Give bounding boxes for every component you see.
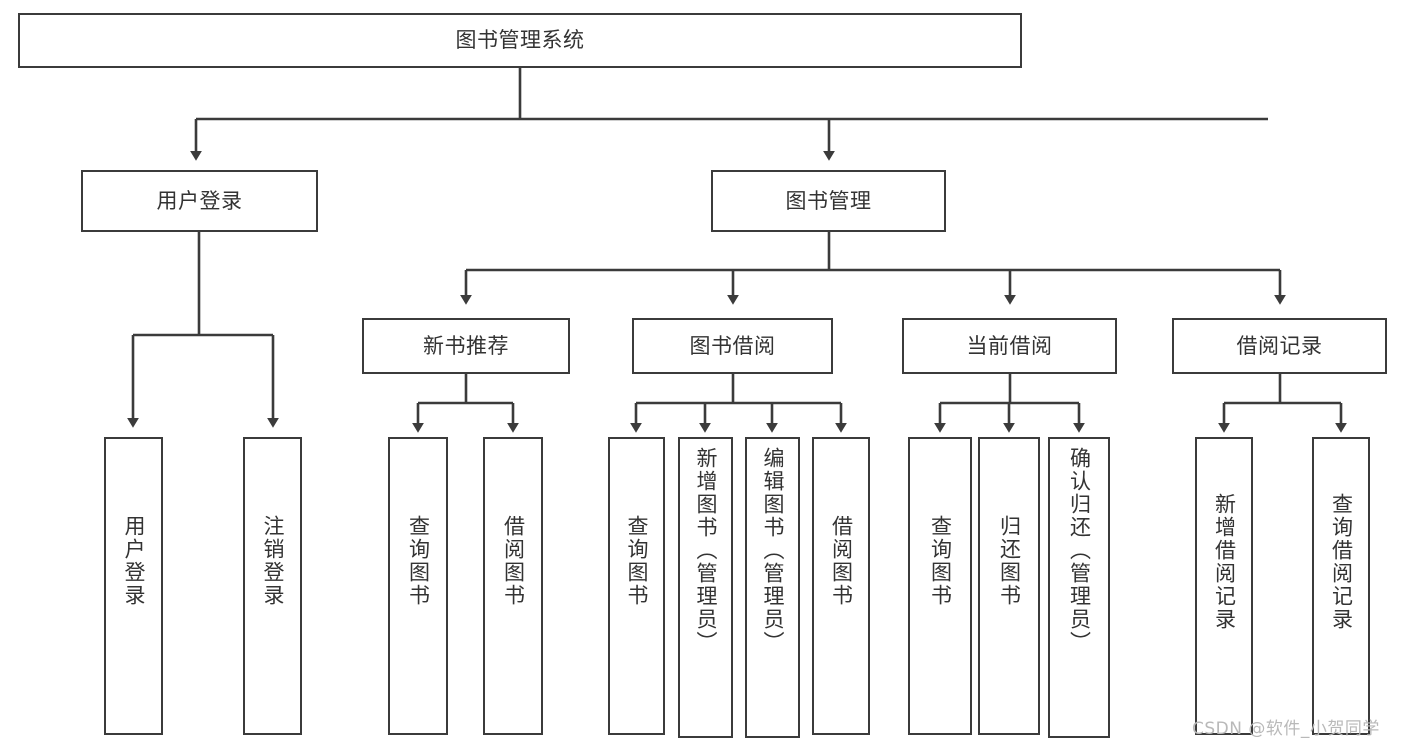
node-current-borrow[interactable]: 当前借阅 <box>902 318 1117 374</box>
node-label: 新书推荐 <box>423 333 509 358</box>
leaf-edit-book-admin[interactable]: 编辑图书（管理员） <box>745 437 800 738</box>
node-root-book-management-system[interactable]: 图书管理系统 <box>18 13 1022 68</box>
leaf-borrow-book-recommend[interactable]: 借阅图书 <box>483 437 543 735</box>
node-label: 用户登录 <box>122 515 146 607</box>
node-borrow-record[interactable]: 借阅记录 <box>1172 318 1387 374</box>
node-label: 查询图书 <box>406 515 431 607</box>
node-label: 查询图书 <box>928 515 953 607</box>
node-new-book-recommend[interactable]: 新书推荐 <box>362 318 570 374</box>
node-label: 图书管理 <box>785 188 872 213</box>
node-book-borrow[interactable]: 图书借阅 <box>632 318 833 374</box>
leaf-query-borrow-record[interactable]: 查询借阅记录 <box>1312 437 1370 735</box>
leaf-borrow-book[interactable]: 借阅图书 <box>812 437 870 735</box>
node-label: 编辑图书（管理员） <box>761 447 785 654</box>
leaf-query-book-borrow[interactable]: 查询图书 <box>608 437 665 735</box>
node-label: 借阅记录 <box>1236 333 1323 358</box>
leaf-user-login[interactable]: 用户登录 <box>104 437 163 735</box>
leaf-add-book-admin[interactable]: 新增图书（管理员） <box>678 437 733 738</box>
leaf-query-book-current[interactable]: 查询图书 <box>908 437 972 735</box>
node-label: 注销登录 <box>261 515 285 607</box>
leaf-query-book-recommend[interactable]: 查询图书 <box>388 437 448 735</box>
node-label: 新增图书（管理员） <box>694 447 718 654</box>
node-label: 图书借阅 <box>689 333 776 358</box>
node-label: 新增借阅记录 <box>1212 493 1237 631</box>
node-label: 借阅图书 <box>501 515 526 607</box>
leaf-return-book[interactable]: 归还图书 <box>978 437 1040 735</box>
node-label: 图书管理系统 <box>455 28 585 53</box>
node-label: 用户登录 <box>156 188 243 213</box>
node-label: 查询借阅记录 <box>1329 493 1354 631</box>
leaf-confirm-return-admin[interactable]: 确认归还（管理员） <box>1048 437 1110 738</box>
node-label: 当前借阅 <box>966 333 1053 358</box>
node-user-login[interactable]: 用户登录 <box>81 170 318 232</box>
leaf-add-borrow-record[interactable]: 新增借阅记录 <box>1195 437 1253 735</box>
node-label: 借阅图书 <box>829 515 854 607</box>
node-label: 确认归还（管理员） <box>1067 447 1092 654</box>
node-label: 查询图书 <box>625 515 649 607</box>
node-label: 归还图书 <box>997 515 1022 607</box>
leaf-user-logout[interactable]: 注销登录 <box>243 437 302 735</box>
node-book-management[interactable]: 图书管理 <box>711 170 946 232</box>
